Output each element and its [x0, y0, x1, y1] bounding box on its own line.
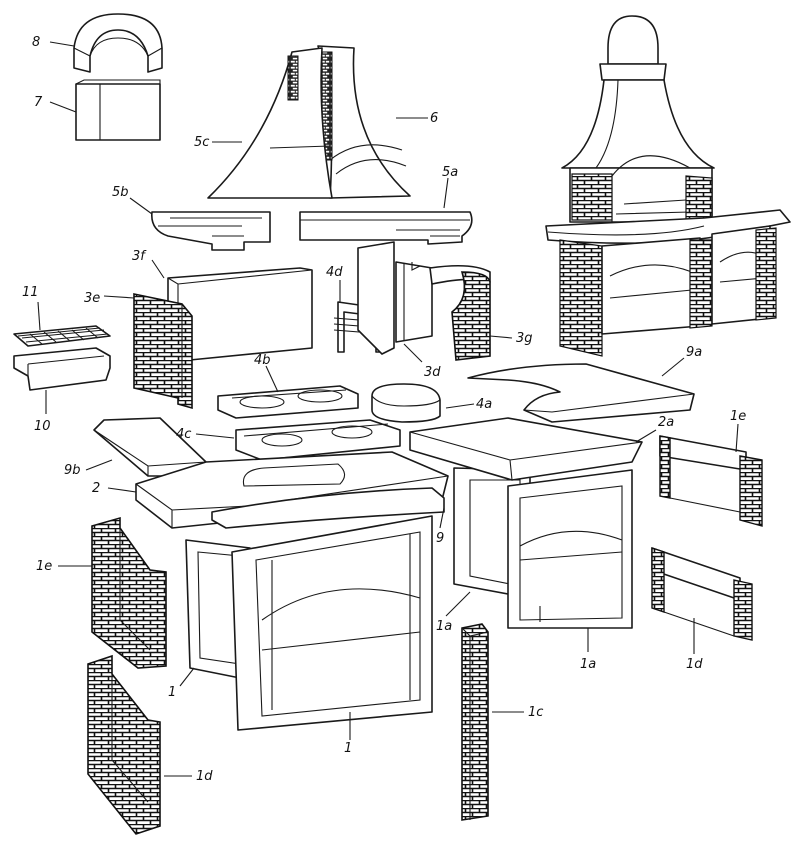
part-4c-burner-tray [235, 419, 401, 461]
label-1-main: 1 [344, 741, 352, 756]
label-1-left: 1 [168, 685, 176, 700]
label-2: 2 [92, 481, 100, 496]
part-9a-top-slab [467, 363, 695, 423]
part-7-chimney-block [75, 79, 161, 141]
label-4a: 4a [476, 397, 492, 412]
part-3d-firebox-panels [357, 241, 433, 355]
label-7: 7 [34, 95, 43, 110]
label-11: 11 [22, 285, 39, 300]
part-labels: 8 7 6 5c 5a 5b 3f 4d 11 3e 3g 3d 4b 9a 1… [22, 35, 746, 784]
part-5a-right-cornice [299, 211, 473, 245]
part-2a-right-counter [409, 417, 643, 481]
label-9b: 9b [64, 463, 81, 478]
assembled-barbecue-illustration [545, 15, 791, 357]
label-1c: 1c [528, 705, 543, 720]
part-1c-brick-column [461, 623, 489, 821]
part-6-hood-front [317, 45, 411, 199]
label-6: 6 [430, 111, 438, 126]
part-10-ash-tray [13, 347, 111, 391]
part-5b-left-cornice [151, 211, 271, 251]
label-1e-right: 1e [730, 409, 746, 424]
label-9: 9 [436, 531, 444, 546]
part-4b-firebox-base [217, 385, 359, 419]
label-9a: 9a [686, 345, 702, 360]
part-8-chimney-cap [73, 13, 163, 73]
label-1d-left: 1d [196, 769, 213, 784]
leader-lines [37, 41, 739, 777]
label-3e: 3e [84, 291, 100, 306]
part-11-grill-grate [13, 325, 111, 347]
part-2-main-counter [135, 451, 449, 529]
label-1a-right: 1a [580, 657, 596, 672]
label-3d: 3d [424, 365, 441, 380]
part-3g-curved-brick-wall [429, 264, 491, 361]
label-1e-left: 1e [36, 559, 52, 574]
label-1a-middle: 1a [436, 619, 452, 634]
label-1d-right: 1d [686, 657, 703, 672]
label-5c: 5c [194, 135, 209, 150]
part-4a-fire-slab [371, 383, 441, 423]
part-1-main-cabinet [185, 515, 433, 731]
label-8: 8 [32, 35, 40, 50]
label-5b: 5b [112, 185, 129, 200]
part-1d-left-brick-panel [87, 654, 161, 835]
part-1e-right-brick-panel [659, 435, 763, 527]
label-2a: 2a [658, 415, 674, 430]
label-3g: 3g [516, 331, 533, 346]
label-4b: 4b [254, 353, 271, 368]
label-5a: 5a [442, 165, 458, 180]
part-5c-hood-side [207, 47, 333, 199]
label-3f: 3f [132, 249, 147, 264]
part-3e-brick-side-wall [133, 293, 193, 410]
part-1a-right-cabinet [453, 467, 633, 629]
label-10: 10 [34, 419, 51, 434]
label-4c: 4c [176, 427, 191, 442]
label-4d: 4d [326, 265, 343, 280]
part-1d-right-brick-panel [651, 547, 753, 641]
part-1e-left-brick-panel [91, 516, 167, 669]
